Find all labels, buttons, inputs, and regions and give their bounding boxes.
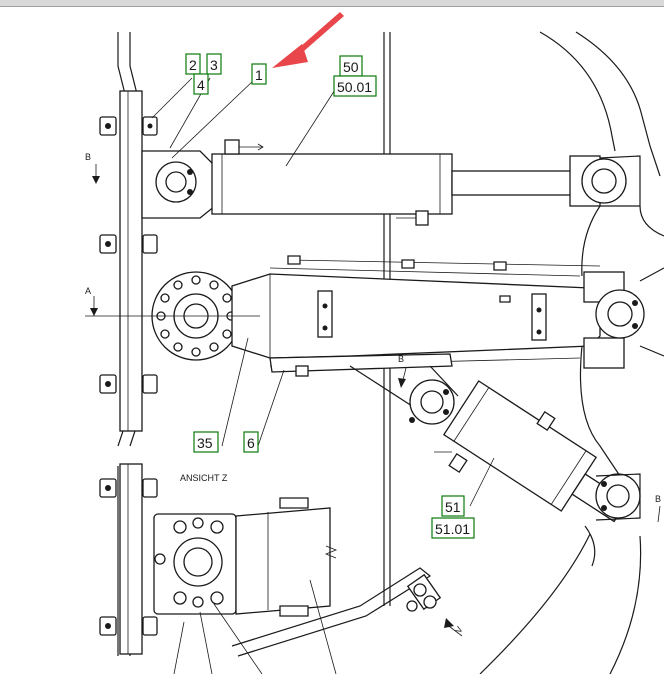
arm-lower-plate	[269, 353, 453, 377]
red-arrow-icon	[272, 12, 344, 68]
svg-text:51: 51	[445, 499, 461, 515]
section-mark-a-left: A	[85, 286, 260, 317]
wall-plate-upper	[119, 90, 143, 432]
svg-text:35: 35	[197, 435, 213, 451]
callout-3[interactable]: 3	[206, 53, 222, 75]
right-housing-outline	[479, 31, 664, 674]
anchor-bolts-upper	[99, 116, 158, 394]
svg-text:51.01: 51.01	[435, 521, 470, 537]
svg-text:V: V	[453, 625, 465, 635]
window-top-bar	[0, 0, 664, 7]
section-mark-b-mid: B	[398, 354, 407, 388]
svg-text:50: 50	[343, 59, 359, 75]
callout-6[interactable]: 6	[243, 431, 259, 453]
svg-text:2: 2	[189, 57, 197, 73]
wall-plate-lower	[99, 463, 158, 656]
section-mark-b-left: B	[85, 152, 100, 184]
lower-hydraulic-cylinder[interactable]	[349, 365, 641, 538]
callout-1[interactable]: 1	[251, 63, 267, 85]
section-mark-v-bottom: V	[444, 618, 465, 637]
upper-hydraulic-cylinder[interactable]	[141, 139, 641, 226]
callout-50[interactable]: 50	[339, 55, 363, 77]
callout-51-01[interactable]: 51.01	[431, 517, 475, 539]
svg-text:1: 1	[255, 67, 263, 83]
svg-text:B: B	[85, 152, 91, 162]
main-swing-arm[interactable]	[151, 255, 664, 369]
support-strut	[231, 567, 442, 657]
hub-bolt-circle	[156, 275, 236, 357]
callout-51[interactable]: 51	[441, 495, 465, 517]
callout-4[interactable]: 4	[193, 73, 209, 95]
section-mark-b-right: B	[655, 494, 661, 523]
svg-text:B: B	[655, 494, 661, 504]
svg-text:50.01: 50.01	[337, 79, 372, 95]
svg-text:A: A	[85, 286, 91, 296]
leader-lines	[151, 77, 495, 674]
ansicht-z-hub-view[interactable]	[153, 497, 338, 617]
svg-text:3: 3	[210, 57, 218, 73]
callout-2[interactable]: 2	[185, 53, 201, 75]
svg-text:B: B	[398, 354, 404, 364]
callout-35[interactable]: 35	[193, 431, 219, 453]
svg-text:6: 6	[247, 435, 255, 451]
callout-50-01[interactable]: 50.01	[333, 75, 377, 97]
technical-drawing-canvas[interactable]: B A B B V ANSICHT Z 1 2 3 4	[0, 6, 664, 674]
svg-text:4: 4	[197, 77, 205, 93]
view-label-ansicht-z: ANSICHT Z	[180, 473, 228, 483]
